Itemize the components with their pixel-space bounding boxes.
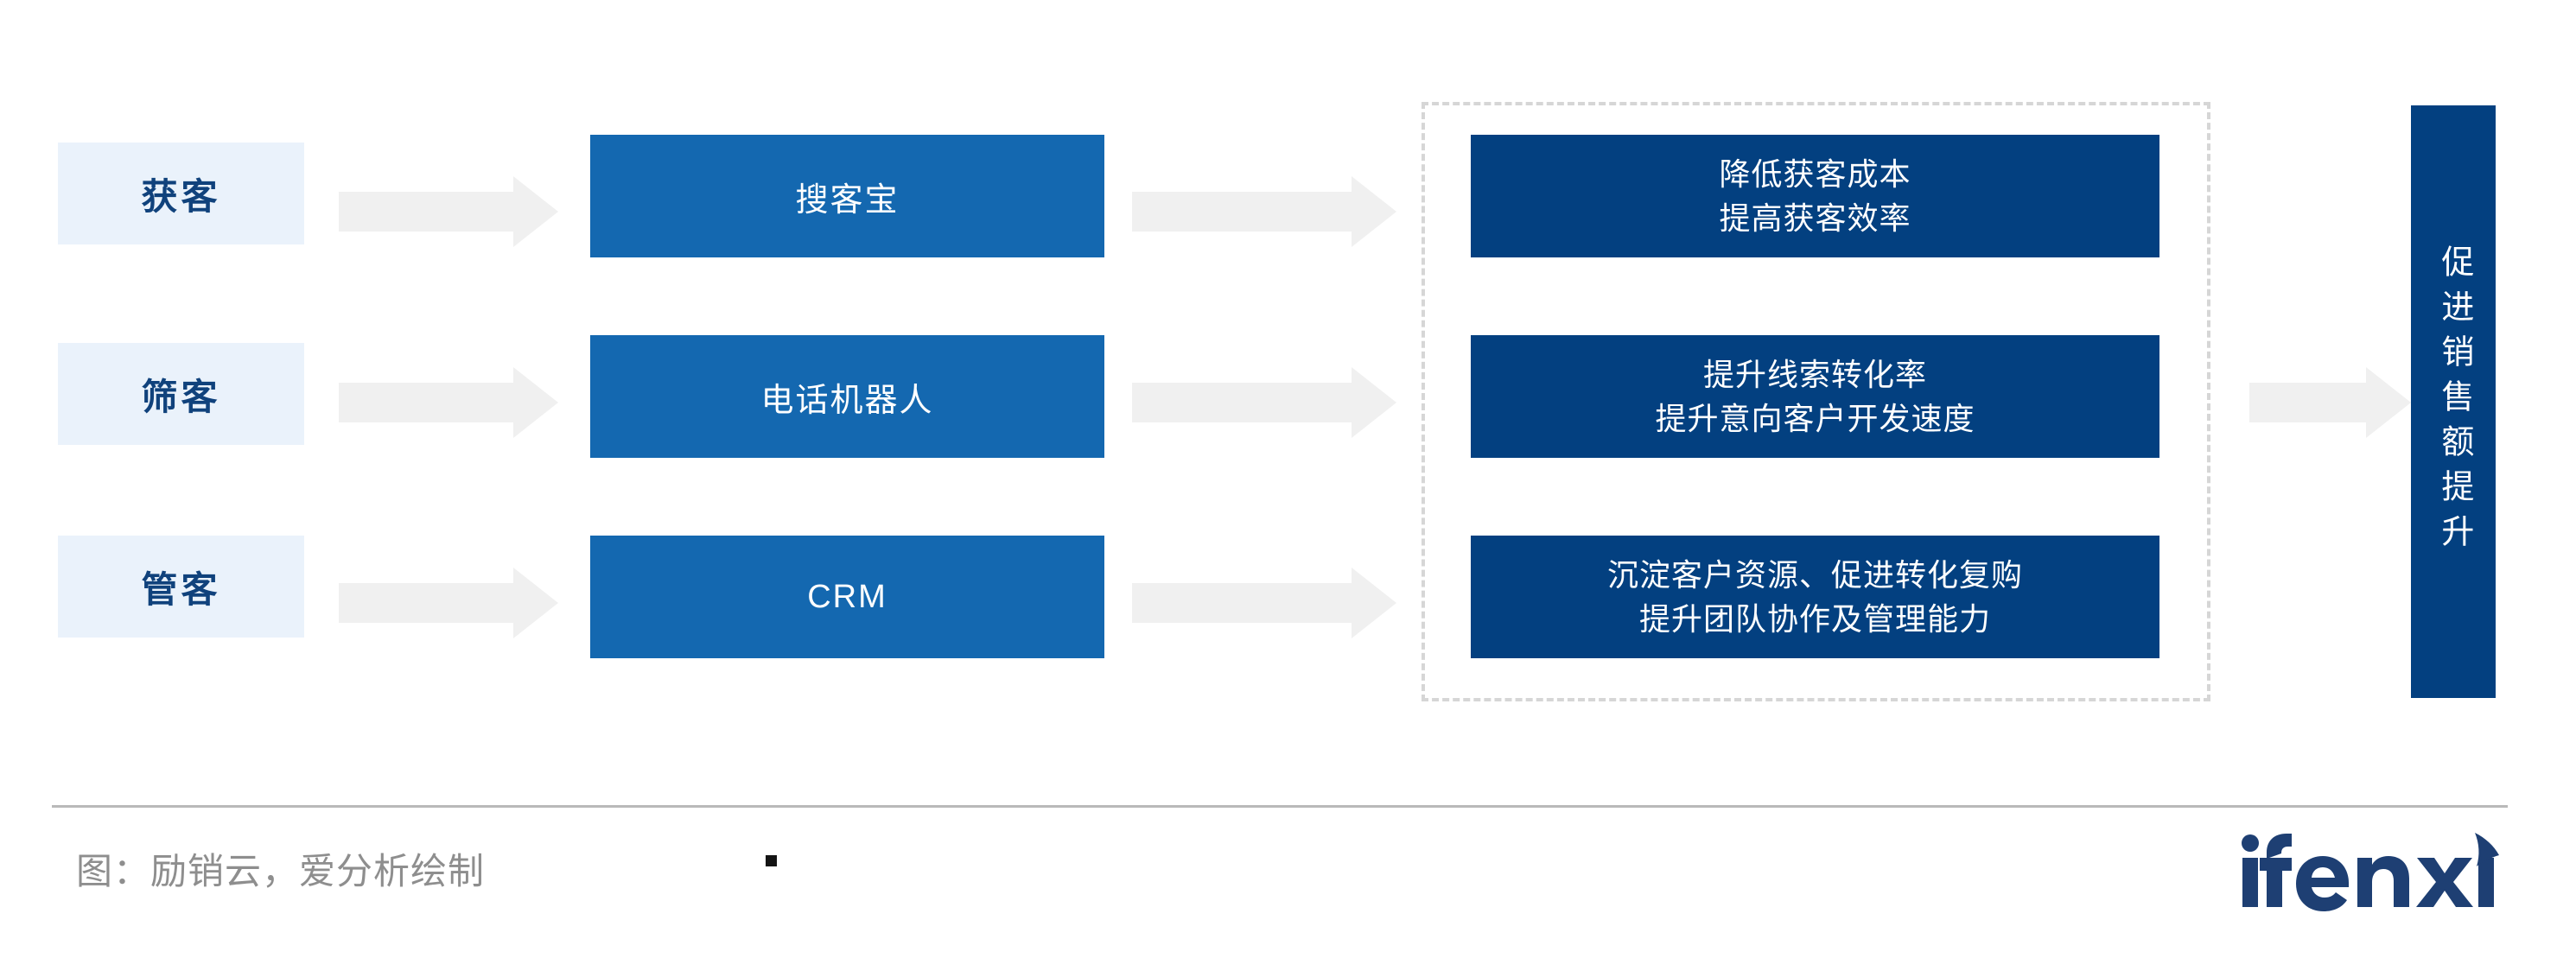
outcome-line: 降低获客成本 — [1719, 155, 1911, 192]
outcome-box-1[interactable]: 降低获客成本 提高获客效率 — [1471, 135, 2159, 257]
stage-label-2[interactable]: 筛客 — [58, 343, 304, 445]
stray-mark — [766, 855, 777, 866]
outcome-line: 沉淀客户资源、促进转化复购 — [1606, 556, 2023, 593]
stage-label-1[interactable]: 获客 — [58, 143, 304, 244]
product-box-2[interactable]: 电话机器人 — [590, 335, 1104, 458]
outcome-box-3[interactable]: 沉淀客户资源、促进转化复购 提升团队协作及管理能力 — [1471, 536, 2159, 658]
summary-box[interactable]: 促进销售额提升 — [2411, 105, 2496, 698]
outcome-line: 提高获客效率 — [1719, 200, 1911, 236]
outcome-line: 提升意向客户开发速度 — [1655, 401, 1975, 436]
arrow-stage-to-product-2 — [339, 383, 513, 422]
arrow-product-to-outcome-2 — [1132, 383, 1352, 422]
arrow-outcomes-to-summary — [2249, 383, 2366, 422]
ifenxi-logo — [2240, 831, 2499, 914]
source-caption: 图：励销云，爱分析绘制 — [76, 851, 486, 891]
summary-label: 促进销售额提升 — [2435, 244, 2472, 559]
arrow-stage-to-product-1 — [339, 192, 513, 232]
outcomes-dashed-frame — [1422, 102, 2210, 701]
product-box-1[interactable]: 搜客宝 — [590, 135, 1104, 257]
outcome-line: 提升线索转化率 — [1702, 356, 1927, 392]
arrow-product-to-outcome-1 — [1132, 192, 1352, 232]
footer-divider — [52, 805, 2508, 808]
outcome-box-2[interactable]: 提升线索转化率 提升意向客户开发速度 — [1471, 335, 2159, 458]
product-box-3[interactable]: CRM — [590, 536, 1104, 658]
arrow-stage-to-product-3 — [339, 583, 513, 623]
arrow-product-to-outcome-3 — [1132, 583, 1352, 623]
outcome-line: 提升团队协作及管理能力 — [1638, 601, 1991, 637]
stage-label-3[interactable]: 管客 — [58, 536, 304, 638]
